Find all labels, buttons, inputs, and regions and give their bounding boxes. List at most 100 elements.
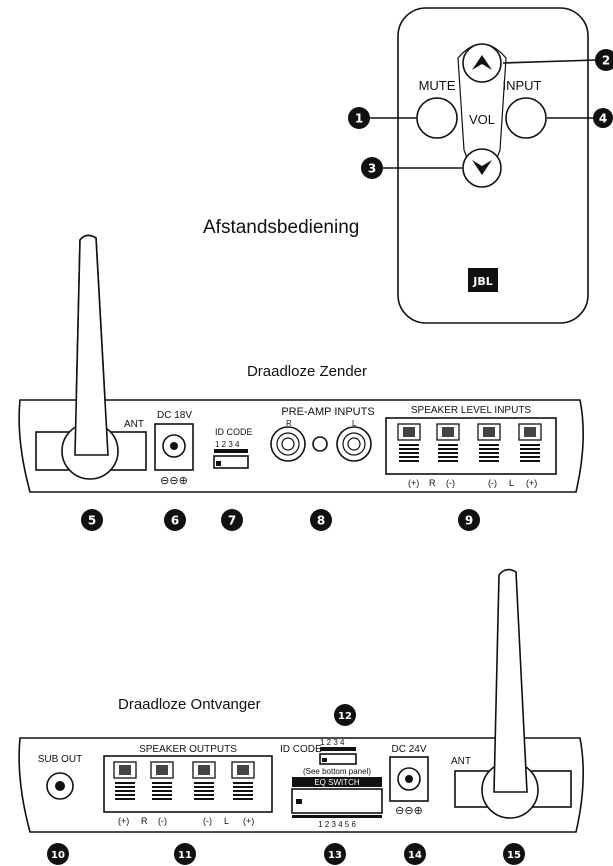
preamp-r-label: R [286,419,292,428]
speaker-level-label: SPEAKER LEVEL INPUTS [411,405,532,416]
svg-text:14: 14 [408,850,422,861]
transmitter-ant-label: ANT [124,419,144,430]
preamp-label: PRE-AMP INPUTS [281,406,374,418]
callout-15: 15 [503,843,525,865]
svg-text:15: 15 [507,850,521,861]
eq-digits: 1 2 3 4 5 6 [318,820,356,829]
receiver-terminals [113,761,255,800]
rx-terminal-2[interactable] [150,761,174,800]
rx-term-label-3: (-) [158,816,167,826]
callout-2: 2 [595,49,613,71]
preamp-l-center [347,437,361,451]
remote-control: MUTE INPUT VOL JBL Afstandsbediening [203,7,597,324]
tx-terminal-2[interactable] [436,423,460,462]
rx-term-label-1: (+) [118,816,129,826]
rx-terminal-1[interactable] [113,761,137,800]
svg-text:13: 13 [328,850,342,861]
eq-switch-knob [296,799,302,804]
transmitter-id-dip-switch[interactable] [213,455,249,469]
up-arrow-icon [472,55,492,70]
receiver-antenna [493,568,528,793]
svg-text:6: 6 [171,514,179,528]
svg-text:8: 8 [317,514,325,528]
rx-ant-label: ANT [451,756,471,767]
callout-5: 5 [81,509,103,531]
svg-text:7: 7 [228,514,236,528]
svg-text:11: 11 [178,850,192,861]
transmitter-antenna-front [74,234,109,456]
callout-4: 4 [593,108,613,128]
rx-term-label-5: L [224,816,229,826]
preamp-l-jack[interactable] [336,426,372,462]
tx-terminal-3[interactable] [477,423,501,462]
transmitter-title: Draadloze Zender [247,363,367,380]
tx-term-label-3: (-) [446,478,455,488]
rx-id-dip-top [320,747,356,751]
preamp-r-jack[interactable] [270,426,306,462]
sub-out-label: SUB OUT [38,754,82,765]
callout-numbers: 1 2 3 4 5 6 7 8 9 10 11 12 13 14 15 [47,49,613,865]
svg-text:3: 3 [368,162,376,176]
mute-label: MUTE [419,78,456,93]
preamp-indicator [312,436,328,452]
receiver: Draadloze Ontvanger SUB OUT SPEAKER OUTP… [18,568,584,833]
rx-term-label-2: R [141,816,148,826]
rx-id-dip-knob [322,758,327,762]
callout-line-2 [502,59,597,64]
transmitter-id-code-digits: 1 2 3 4 [215,440,240,449]
callout-8: 8 [310,509,332,531]
callout-3: 3 [361,157,383,179]
preamp-r-center [281,437,295,451]
callout-12: 12 [334,704,356,726]
callout-14: 14 [404,843,426,865]
tx-terminal-4[interactable] [518,423,542,462]
speaker-outputs-label: SPEAKER OUTPUTS [139,744,237,755]
callout-9: 9 [458,509,480,531]
eq-switch-label: EQ SWITCH [314,778,360,787]
callout-13: 13 [324,843,346,865]
transmitter: Draadloze Zender ANT DC 18V ⊖⊖⊕ ID CODE … [18,234,584,493]
rx-id-code-label: ID CODE [280,744,322,755]
preamp-r-ring [276,432,300,456]
input-button[interactable] [505,97,547,139]
tx-term-label-1: (+) [408,478,419,488]
see-bottom-note: (See bottom panel) [303,767,371,776]
rx-id-code-digits: 1 2 3 4 [320,738,345,747]
transmitter-id-code-label: ID CODE [215,427,253,437]
callout-6: 6 [164,509,186,531]
sub-out-pin [55,781,65,791]
mute-button[interactable] [416,97,458,139]
remote-caption: Afstandsbediening [203,217,359,238]
svg-text:4: 4 [599,112,607,126]
transmitter-id-dip-top [214,449,248,453]
tx-terminal-1[interactable] [397,423,421,462]
transmitter-polarity: ⊖⊖⊕ [160,475,188,487]
svg-text:12: 12 [338,711,352,722]
rx-terminal-3[interactable] [192,761,216,800]
svg-text:1: 1 [355,112,363,126]
svg-text:10: 10 [51,850,65,861]
receiver-title: Draadloze Ontvanger [118,696,261,713]
svg-text:5: 5 [88,514,96,528]
rx-polarity: ⊖⊖⊕ [395,805,423,817]
rx-dc-label: DC 24V [391,744,426,755]
tx-term-label-2: R [429,478,436,488]
rx-id-dip-switch[interactable] [319,753,357,765]
jbl-logo [468,268,498,292]
eq-switch-header [292,777,382,787]
preamp-l-ring [342,432,366,456]
rx-term-label-4: (-) [203,816,212,826]
svg-text:2: 2 [602,54,610,68]
callout-11: 11 [174,843,196,865]
transmitter-dc-label: DC 18V [157,410,192,421]
rx-terminal-4[interactable] [231,761,255,800]
transmitter-id-dip-knob [216,461,221,466]
preamp-l-label: L [352,419,357,428]
down-arrow-icon [472,160,492,175]
transmitter-terminals [397,423,542,462]
callout-1: 1 [348,107,370,129]
eq-switch[interactable] [291,788,383,814]
callout-7: 7 [221,509,243,531]
rx-dc-pin [405,775,413,783]
rx-term-label-6: (+) [243,816,254,826]
